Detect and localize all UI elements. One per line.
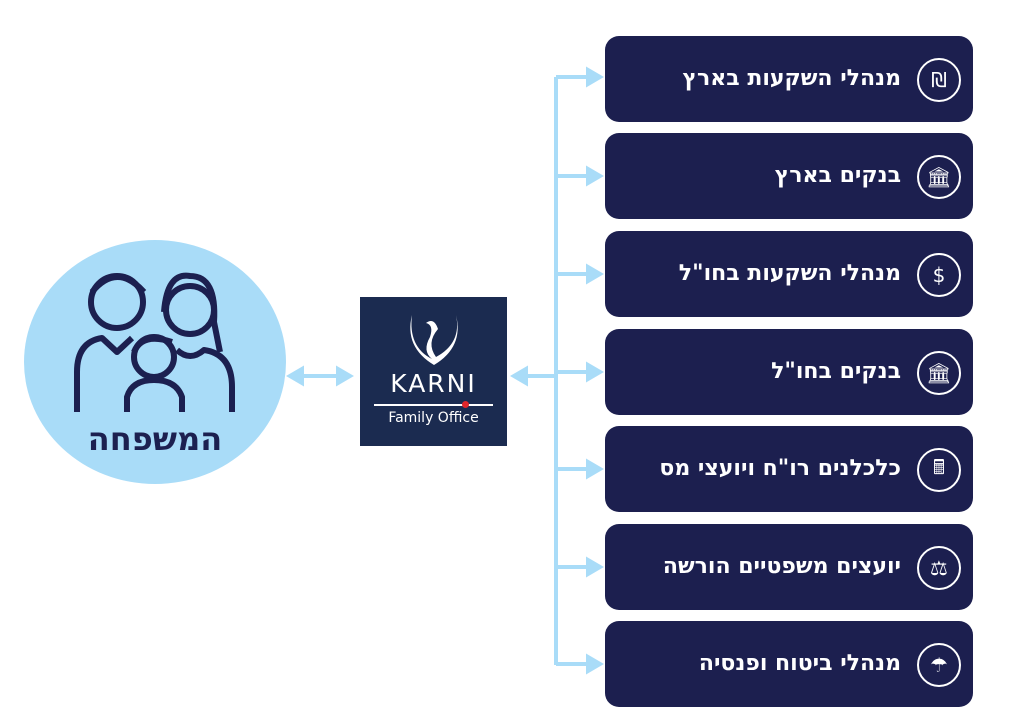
service-box: $ מנהלי השקעות בחו"ל [605, 231, 973, 317]
service-label: יועצים משפטיים הורשה [662, 554, 901, 579]
bank-icon: 🏛 [917, 351, 961, 395]
karni-logo: KARNI Family Office [360, 297, 507, 446]
umbrella-icon: ☂ [917, 643, 961, 687]
service-label: בנקים בחו"ל [771, 359, 901, 384]
dollar-money-bag-icon: $ [917, 253, 961, 297]
arrow-head [586, 458, 604, 480]
service-box: ₪ מנהלי השקעות בארץ [605, 36, 973, 122]
family-icon [74, 272, 235, 412]
service-box: 🏛 בנקים בארץ [605, 133, 973, 219]
service-box: 🏛 בנקים בחו"ל [605, 329, 973, 415]
arrow-head [586, 263, 604, 285]
arrow-head [586, 165, 604, 187]
logo-subtitle: Family Office [388, 410, 479, 426]
service-label: כלכלנים רו"ח ויועצי מס [659, 456, 901, 481]
service-box: ⚖ יועצים משפטיים הורשה [605, 524, 973, 610]
family-circle: המשפחה [24, 240, 286, 484]
scales-icon: ⚖ [917, 546, 961, 590]
logo-name: KARNI [390, 369, 477, 398]
family-label: המשפחה [87, 420, 223, 458]
bank-icon: 🏛 [917, 155, 961, 199]
calculator-icon: 🖩 [917, 448, 961, 492]
service-label: מנהלי ביטוח ופנסיה [698, 651, 901, 676]
arrow-head [586, 556, 604, 578]
service-box: ☂ מנהלי ביטוח ופנסיה [605, 621, 973, 707]
swan-icon [410, 315, 458, 365]
shekel-money-bag-icon: ₪ [917, 58, 961, 102]
service-label: מנהלי השקעות בחו"ל [678, 261, 901, 286]
service-label: בנקים בארץ [774, 163, 901, 188]
service-box: 🖩 כלכלנים רו"ח ויועצי מס [605, 426, 973, 512]
arrow-head [586, 66, 604, 88]
service-label: מנהלי השקעות בארץ [682, 66, 901, 91]
arrow-head [586, 653, 604, 675]
arrow-head [586, 361, 604, 383]
